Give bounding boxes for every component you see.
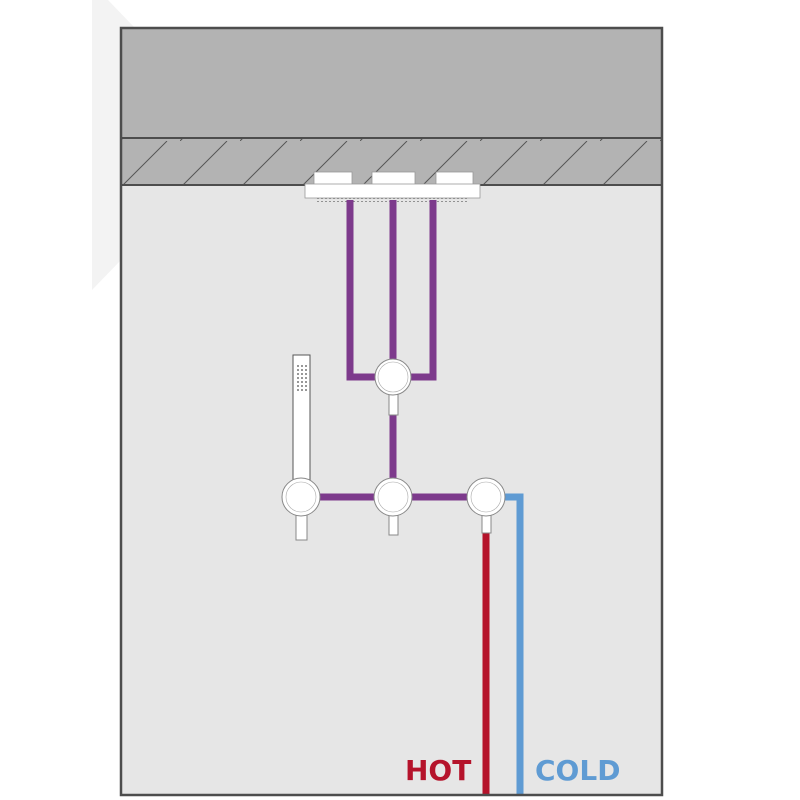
ceiling-shower-head <box>304 171 481 202</box>
diverter-valve-lower <box>373 477 413 536</box>
hot-label: HOT <box>405 754 471 787</box>
hand-shower-valve <box>281 477 321 541</box>
cold-label: COLD <box>535 754 620 787</box>
diverter-valve-upper <box>374 358 412 416</box>
thermostatic-mixer-valve <box>466 477 506 534</box>
hand-shower <box>292 354 311 484</box>
frame <box>119 26 664 797</box>
ceiling <box>121 28 662 138</box>
background-shape <box>92 0 135 290</box>
